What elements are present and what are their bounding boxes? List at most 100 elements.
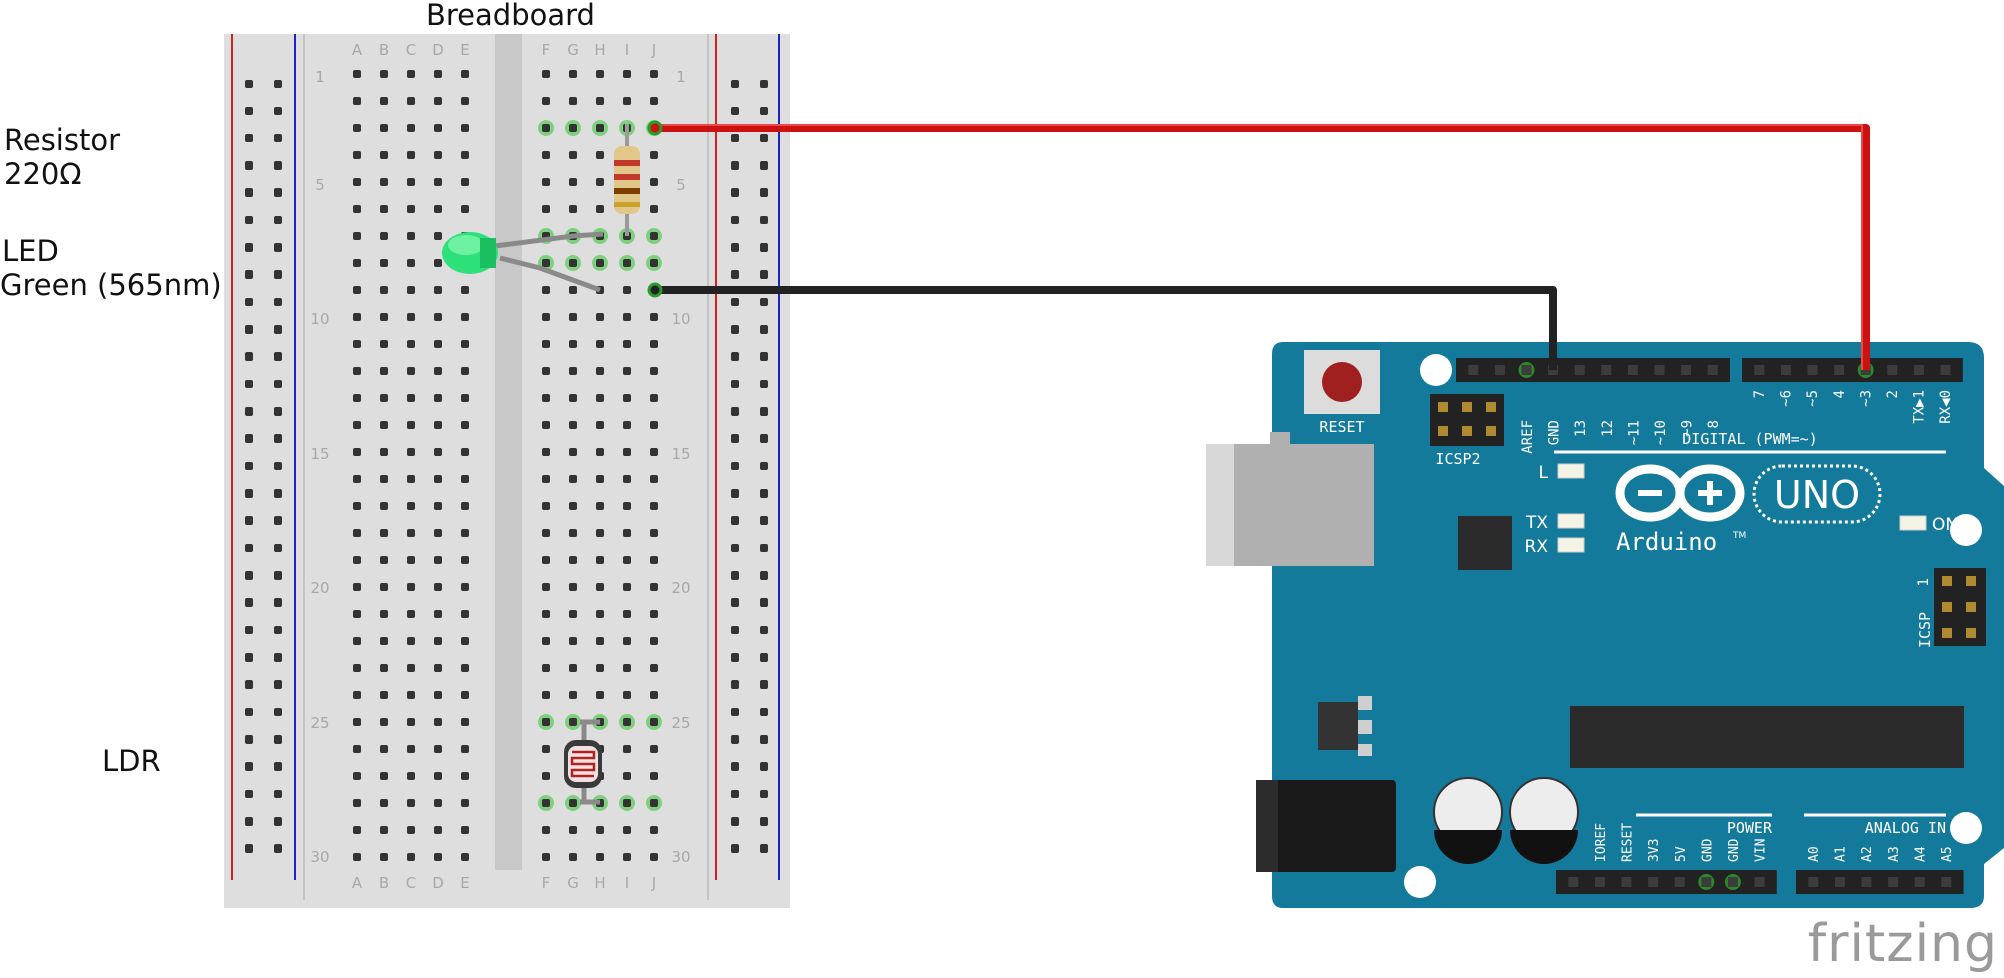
- header-pin[interactable]: [1807, 365, 1818, 375]
- breadboard-hole: [650, 178, 658, 186]
- header-pin[interactable]: [1494, 365, 1505, 375]
- rail-hole: [274, 271, 282, 279]
- breadboard-hole: [407, 610, 415, 618]
- pin-label: 3V3: [1647, 839, 1662, 862]
- rail-hole: [245, 681, 253, 689]
- header-pin[interactable]: [1594, 877, 1605, 887]
- led-leg-anode: [494, 231, 604, 249]
- breadboard-hole: [434, 637, 442, 645]
- breadboard-hole: [407, 286, 415, 294]
- header-pin[interactable]: [1627, 365, 1638, 375]
- rail-hole: [274, 80, 282, 88]
- breadboard-hole: [623, 502, 631, 510]
- breadboard-hole: [461, 799, 469, 807]
- header-pin[interactable]: [1914, 877, 1925, 887]
- header-pin[interactable]: [1727, 877, 1738, 887]
- row-number: 10: [671, 310, 690, 328]
- reset-button[interactable]: [1322, 362, 1362, 402]
- header-pin[interactable]: [1701, 877, 1712, 887]
- breadboard-hole: [461, 718, 469, 726]
- header-pin[interactable]: [1940, 365, 1951, 375]
- breadboard-hole: [353, 502, 361, 510]
- resistor-label: Resistor: [4, 123, 120, 157]
- header-pin[interactable]: [1574, 365, 1585, 375]
- breadboard-hole: [623, 529, 631, 537]
- breadboard-hole: [380, 97, 388, 105]
- breadboard-hole: [623, 637, 631, 645]
- header-pin[interactable]: [1834, 877, 1845, 887]
- breadboard-hole: [596, 394, 604, 402]
- header-pin[interactable]: [1621, 877, 1632, 887]
- header-pin[interactable]: [1674, 877, 1685, 887]
- breadboard-hole: [461, 583, 469, 591]
- rail-hole: [245, 736, 253, 744]
- breadboard-hole: [569, 637, 577, 645]
- breadboard-hole: [596, 421, 604, 429]
- header-housing: [1742, 358, 1963, 382]
- header-pin[interactable]: [1707, 365, 1718, 375]
- col-letter: I: [625, 41, 629, 59]
- header-pin[interactable]: [1648, 877, 1659, 887]
- breadboard-hole: [380, 232, 388, 240]
- rail-hole: [760, 271, 768, 279]
- rail-hole: [274, 626, 282, 634]
- breadboard-hole: [380, 826, 388, 834]
- rail-hole: [245, 490, 253, 498]
- breadboard-hole: [542, 178, 550, 186]
- rail-hole: [245, 216, 253, 224]
- breadboard-hole: [596, 853, 604, 861]
- header-pin[interactable]: [1941, 877, 1952, 887]
- header-pin[interactable]: [1568, 877, 1579, 887]
- header-pin[interactable]: [1521, 365, 1532, 375]
- header-pin[interactable]: [1654, 365, 1665, 375]
- led-rx: [1557, 537, 1585, 553]
- header-pin[interactable]: [1681, 365, 1692, 375]
- breadboard-hole: [596, 178, 604, 186]
- rail-hole: [760, 189, 768, 197]
- rail-hole: [274, 763, 282, 771]
- breadboard-hole: [596, 826, 604, 834]
- icsp-pin1-label: 1: [1916, 578, 1932, 587]
- header-pin[interactable]: [1888, 877, 1899, 887]
- col-letter: E: [460, 874, 469, 892]
- row-number: 1: [676, 68, 686, 86]
- breadboard-hole: [461, 853, 469, 861]
- rail-hole: [274, 681, 282, 689]
- breadboard-hole: [434, 151, 442, 159]
- header-pin[interactable]: [1887, 365, 1898, 375]
- breadboard-hole: [380, 367, 388, 375]
- header-pin[interactable]: [1861, 877, 1872, 887]
- header-pin[interactable]: [1780, 365, 1791, 375]
- breadboard-hole: [542, 583, 550, 591]
- power-label: POWER: [1727, 819, 1773, 837]
- rail-hole: [760, 134, 768, 142]
- breadboard-hole: [542, 772, 550, 780]
- header-pin[interactable]: [1601, 365, 1612, 375]
- breadboard-hole: [542, 394, 550, 402]
- breadboard-hole: [650, 205, 658, 213]
- rail-hole: [731, 790, 739, 798]
- resistor-value-label: 220Ω: [4, 157, 82, 191]
- breadboard-hole: [461, 664, 469, 672]
- header-pin[interactable]: [1808, 877, 1819, 887]
- breadboard-hole: [596, 637, 604, 645]
- rail-hole: [731, 326, 739, 334]
- breadboard-hole: [650, 367, 658, 375]
- breadboard-hole: [542, 664, 550, 672]
- breadboard-hole: [380, 853, 388, 861]
- header-pin[interactable]: [1834, 365, 1845, 375]
- breadboard-hole: [434, 313, 442, 321]
- header-pin[interactable]: [1754, 877, 1765, 887]
- fritzing-watermark: fritzing: [1807, 914, 1998, 974]
- header-pin[interactable]: [1468, 365, 1479, 375]
- col-letter: A: [352, 41, 363, 59]
- icsp2-pin: [1438, 402, 1448, 412]
- header-pin[interactable]: [1754, 365, 1765, 375]
- row-number: 20: [671, 579, 690, 597]
- pin-label: TX▶1: [1912, 390, 1928, 424]
- breadboard-hole: [407, 151, 415, 159]
- header-pin[interactable]: [1913, 365, 1924, 375]
- row-number: 10: [310, 310, 329, 328]
- pin-label: 7: [1752, 390, 1768, 398]
- breadboard-hole: [353, 340, 361, 348]
